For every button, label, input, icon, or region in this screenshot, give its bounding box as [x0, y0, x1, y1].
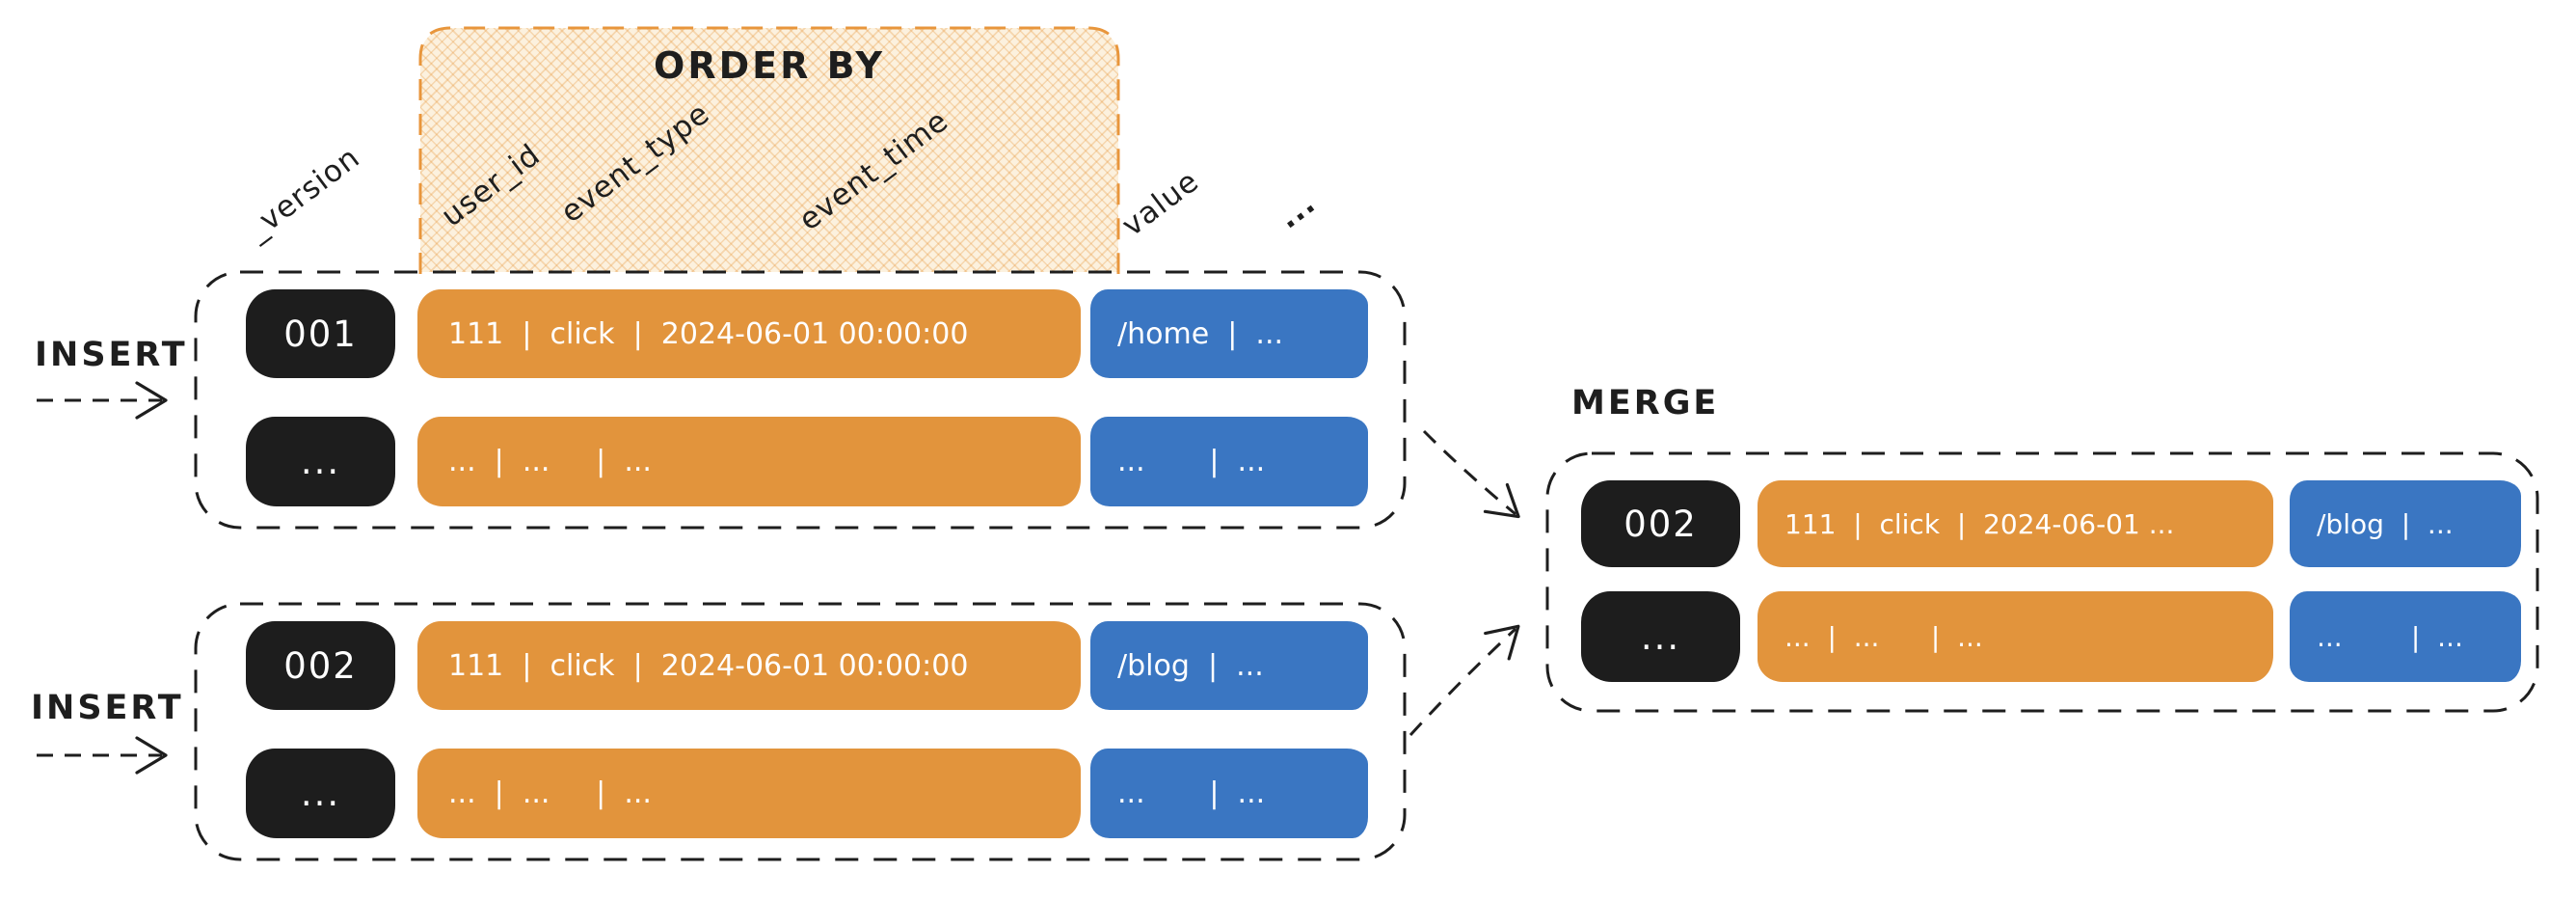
- version-pill: 002: [1581, 480, 1740, 567]
- value-pill: ... | ...: [1090, 417, 1368, 506]
- value-pill: /home | ...: [1090, 289, 1368, 378]
- ordered-columns-pill: ... | ... | ...: [417, 417, 1081, 506]
- value-pill: ... | ...: [1090, 749, 1368, 838]
- version-pill: ...: [246, 749, 395, 838]
- ordered-columns-pill: ... | ... | ...: [417, 749, 1081, 838]
- action-label-insert-1: INSERT: [35, 336, 188, 374]
- ordered-columns-pill: 111 | click | 2024-06-01 00:00:00: [417, 621, 1081, 710]
- version-pill: ...: [246, 417, 395, 506]
- version-pill: ...: [1581, 591, 1740, 682]
- ordered-columns-pill: 111 | click | 2024-06-01 00:00:00: [417, 289, 1081, 378]
- merge-arrow-from-part-2: [1409, 624, 1520, 737]
- merged-part: 002 111 | click | 2024-06-01 ... /blog |…: [1547, 453, 2537, 711]
- value-pill: /blog | ...: [2290, 480, 2521, 567]
- column-label-more: ...: [1272, 185, 1323, 236]
- action-label-insert-2: INSERT: [31, 689, 184, 727]
- version-pill: 001: [246, 289, 395, 378]
- order-by-title: ORDER BY: [654, 44, 885, 87]
- column-label-version: _version: [240, 140, 367, 248]
- insert-part-2: 002 111 | click | 2024-06-01 00:00:00 /b…: [196, 604, 1405, 859]
- ordered-columns-pill: 111 | click | 2024-06-01 ...: [1758, 480, 2273, 567]
- value-pill: /blog | ...: [1090, 621, 1368, 710]
- insert-part-1: 001 111 | click | 2024-06-01 00:00:00 /h…: [196, 272, 1405, 528]
- ordered-columns-pill: ... | ... | ...: [1758, 591, 2273, 682]
- value-pill: ... | ...: [2290, 591, 2521, 682]
- version-pill: 002: [246, 621, 395, 710]
- merge-arrow-from-part-1: [1422, 429, 1520, 519]
- column-label-value: value: [1115, 163, 1206, 244]
- action-label-merge: MERGE: [1571, 384, 1720, 422]
